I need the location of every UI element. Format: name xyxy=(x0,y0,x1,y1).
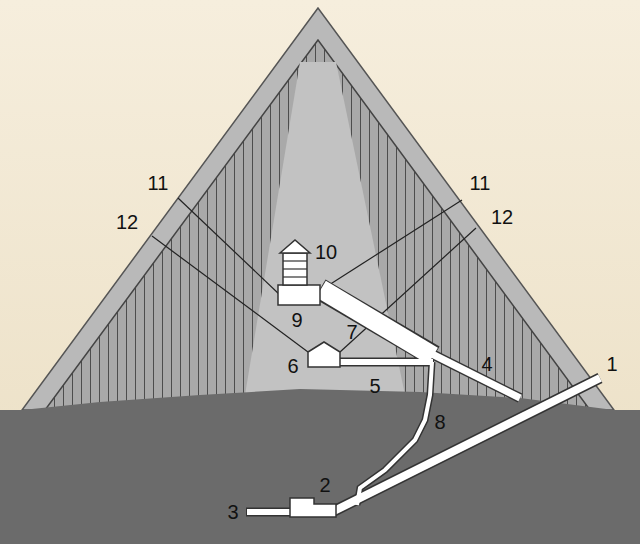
callout-number: 12 xyxy=(116,212,138,232)
callout-number: 4 xyxy=(481,354,492,374)
relieving-chambers xyxy=(283,253,307,285)
callout-number: 3 xyxy=(227,502,238,522)
callout-number: 12 xyxy=(491,207,513,227)
air-shafts xyxy=(152,198,476,352)
callout-number: 10 xyxy=(315,242,337,262)
subterranean-chamber xyxy=(290,498,336,517)
passages xyxy=(247,289,600,512)
callout-number: 2 xyxy=(319,475,330,495)
callout-number: 11 xyxy=(148,173,169,193)
queens-chamber xyxy=(308,342,340,367)
callout-number: 5 xyxy=(369,376,380,396)
core xyxy=(45,40,590,410)
callout-number: 11 xyxy=(470,173,491,193)
callout-number: 7 xyxy=(346,322,357,342)
callout-number: 1 xyxy=(606,354,617,374)
casing xyxy=(22,8,614,410)
bedrock xyxy=(0,389,640,544)
relieving-floors xyxy=(283,261,307,277)
callout-number: 9 xyxy=(291,310,302,330)
relieving-gable xyxy=(280,240,310,253)
kings-chamber xyxy=(278,285,320,305)
callout-number: 8 xyxy=(434,412,445,432)
passage-outlines xyxy=(246,289,600,512)
core-center xyxy=(245,62,405,395)
callout-number: 6 xyxy=(287,356,298,376)
